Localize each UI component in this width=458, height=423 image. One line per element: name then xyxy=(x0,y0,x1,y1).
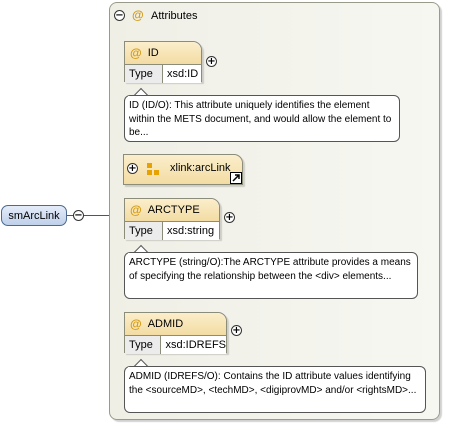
type-value: xsd:IDREFS xyxy=(161,336,226,354)
documentation-note-arctype: ARCTYPE (string/O):The ARCTYPE attribute… xyxy=(124,252,418,299)
documentation-text: ID (ID/O): This attribute uniquely ident… xyxy=(129,100,392,138)
attribute-box-arctype[interactable]: @ ARCTYPE Type xsd:string xyxy=(124,198,220,240)
documentation-note-id: ID (ID/O): This attribute uniquely ident… xyxy=(124,95,400,142)
attribute-name: ARCTYPE xyxy=(147,204,200,216)
attribute-box-id[interactable]: @ ID Type xsd:ID xyxy=(124,41,202,83)
expand-icon[interactable]: + xyxy=(224,212,235,223)
expand-icon[interactable]: + xyxy=(127,163,138,174)
documentation-note-admid: ADMID (IDREFS/O): Contains the ID attrib… xyxy=(124,366,426,413)
type-value: xsd:ID xyxy=(163,65,201,83)
collapse-icon[interactable]: − xyxy=(73,210,84,221)
note-pointer-mask xyxy=(128,96,146,99)
attribute-at-icon: @ xyxy=(130,203,142,217)
type-value: xsd:string xyxy=(163,222,219,240)
attribute-group-ref-arclink[interactable] xyxy=(123,154,243,185)
connector-line xyxy=(67,215,74,216)
note-pointer-mask xyxy=(128,253,146,256)
documentation-text: ADMID (IDREFS/O): Contains the ID attrib… xyxy=(129,371,417,396)
attribute-at-icon: @ xyxy=(130,317,142,331)
type-label: Type xyxy=(125,222,163,240)
type-label: Type xyxy=(125,65,163,83)
note-pointer-mask xyxy=(128,367,146,370)
root-element-label: smArcLink xyxy=(8,209,60,222)
root-element-smarclink[interactable]: smArcLink xyxy=(1,205,67,226)
attribute-name: ID xyxy=(147,47,159,59)
attribute-name: ADMID xyxy=(147,318,184,330)
attribute-group-icon xyxy=(147,163,159,175)
documentation-text: ARCTYPE (string/O):The ARCTYPE attribute… xyxy=(129,257,411,282)
expand-icon[interactable]: + xyxy=(206,56,217,67)
group-title: Attributes xyxy=(151,10,198,22)
connector-line xyxy=(84,215,110,216)
shortcut-arrow-icon[interactable] xyxy=(230,172,242,184)
group-collapse-icon[interactable]: − xyxy=(114,10,125,21)
expand-icon[interactable]: + xyxy=(231,325,242,336)
type-label: Type xyxy=(125,336,162,354)
attribute-box-admid[interactable]: @ ADMID Type xsd:IDREFS xyxy=(124,312,227,354)
ref-label: xlink:arcLink xyxy=(170,162,231,174)
attribute-at-icon: @ xyxy=(132,8,144,22)
attribute-at-icon: @ xyxy=(130,46,142,60)
